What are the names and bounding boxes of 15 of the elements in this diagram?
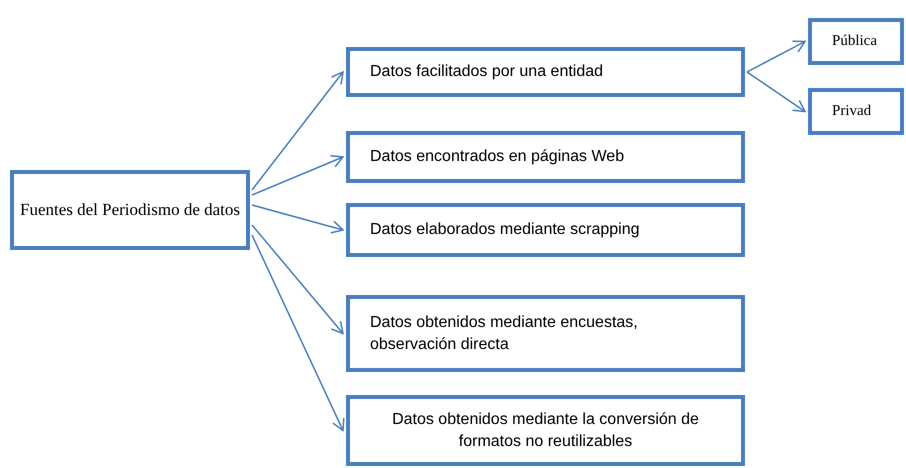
arrow — [252, 204, 344, 234]
text-box: Pública — [808, 18, 904, 65]
text-box: Datos facilitados por una entidad — [346, 47, 745, 97]
arrow — [746, 40, 806, 73]
arrow — [252, 154, 344, 196]
text-box: Datos obtenidos mediante la conversión de formatos no reutilizables — [346, 395, 745, 466]
arrow — [251, 71, 344, 190]
arrow — [746, 71, 806, 112]
text-box: Fuentes del Periodismo de datos — [10, 170, 250, 250]
text-box: Datos encontrados en páginas Web — [346, 131, 745, 183]
text-box: Datos elaborados mediante scrapping — [346, 203, 745, 257]
arrow — [251, 224, 344, 334]
text-box: Datos obtenidos mediante encuestas, observación directa — [346, 295, 745, 372]
text-box: Privad — [808, 88, 904, 135]
arrow — [251, 234, 345, 432]
